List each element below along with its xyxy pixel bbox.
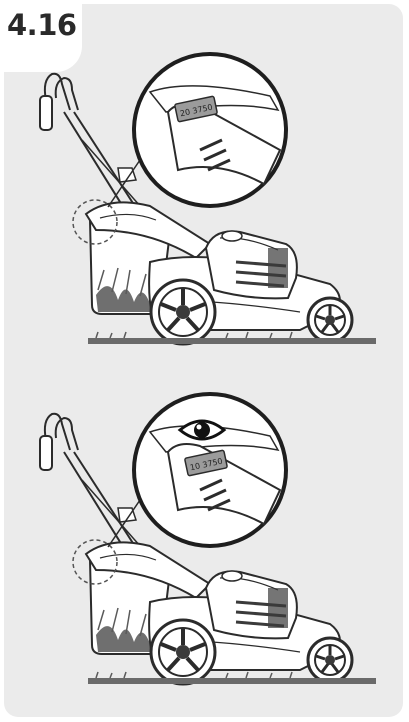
- figure-bottom: 10 3750: [40, 394, 376, 684]
- eye-icon: [180, 421, 224, 439]
- figure-top: 20 3750: [40, 54, 376, 344]
